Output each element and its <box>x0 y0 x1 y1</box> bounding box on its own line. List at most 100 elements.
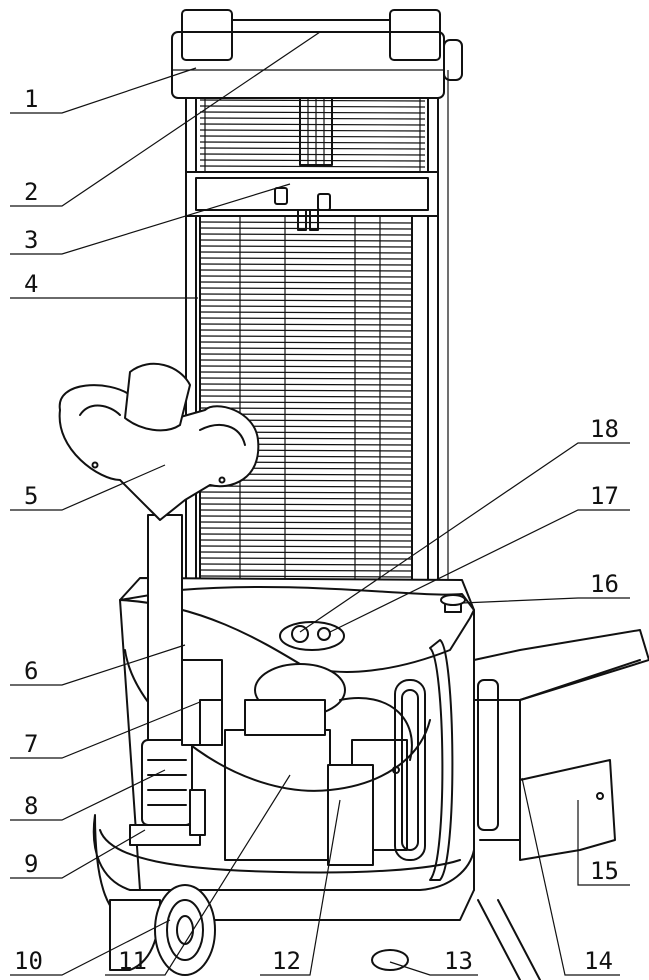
chain-rung <box>199 353 413 356</box>
chassis <box>92 577 649 980</box>
chain-rung <box>199 117 426 120</box>
chain-rung <box>199 371 413 374</box>
part-labels: 1 2 3 4 5 6 7 8 9 10 11 12 13 14 15 16 1… <box>14 85 619 975</box>
leader-3 <box>10 183 291 255</box>
chain-rung <box>199 503 413 506</box>
chain-rung <box>199 575 413 578</box>
top-cross-beam <box>171 9 463 99</box>
mast-frame <box>185 69 439 631</box>
leader-8 <box>10 769 166 821</box>
leader-14 <box>521 777 620 976</box>
chain-rung <box>199 311 413 314</box>
chain-rung <box>199 557 413 560</box>
battery-indicator-icon <box>317 627 331 641</box>
pump-block <box>244 699 326 736</box>
label-2: 2 <box>24 178 38 206</box>
chain-rung <box>199 359 413 362</box>
chain-rung <box>199 551 413 554</box>
chain-rung <box>199 111 426 114</box>
chain-rung <box>199 335 413 338</box>
chain-rung <box>199 165 426 168</box>
chain-rung <box>199 569 413 572</box>
leader-17 <box>329 509 630 633</box>
chain-rung <box>199 105 426 108</box>
chain-rung <box>199 99 426 102</box>
key-switch-icon <box>291 625 309 643</box>
label-1: 1 <box>24 85 38 113</box>
side-slot-panel <box>394 679 426 861</box>
fork-top <box>473 629 649 701</box>
mast <box>185 69 449 631</box>
label-16: 16 <box>590 570 619 598</box>
chain-rung <box>199 515 413 518</box>
controller-box <box>327 764 374 866</box>
chain-rung <box>199 545 413 548</box>
chain-rung <box>199 563 413 566</box>
chain-rung <box>199 389 413 392</box>
chain-rung <box>199 269 413 272</box>
leader-6 <box>10 644 186 686</box>
label-13: 13 <box>444 947 473 975</box>
chain-rung <box>199 485 413 488</box>
leader-18 <box>299 442 630 633</box>
carriage-crossbar <box>185 171 439 231</box>
leader-16 <box>461 597 630 604</box>
upper-chain-section <box>199 80 426 178</box>
chain-rung <box>199 129 426 132</box>
chain-rung <box>199 395 413 398</box>
chain-rung <box>199 257 413 260</box>
chain-rung <box>199 239 413 242</box>
label-18: 18 <box>590 415 619 443</box>
label-9: 9 <box>24 850 38 878</box>
chain-rung <box>199 305 413 308</box>
chain-rung <box>199 401 413 404</box>
leader-lines <box>10 31 630 976</box>
chain-rung <box>199 329 413 332</box>
label-17: 17 <box>590 482 619 510</box>
drive-wheel <box>109 884 216 976</box>
chain-rung <box>199 245 413 248</box>
chain-rung <box>199 159 426 162</box>
control-panel <box>279 621 345 651</box>
chain-rung <box>199 323 413 326</box>
chain-rung <box>199 539 413 542</box>
emergency-stop-button <box>440 594 466 613</box>
leader-15 <box>577 800 630 886</box>
leader-10 <box>10 919 171 976</box>
handle-head <box>124 362 191 432</box>
tiller <box>58 362 260 846</box>
leader-9 <box>10 829 146 879</box>
chain-rung <box>199 293 413 296</box>
chain-rung <box>199 365 413 368</box>
label-6: 6 <box>24 657 38 685</box>
tiller-handle <box>58 384 260 521</box>
label-4: 4 <box>24 270 38 298</box>
chain-rung <box>199 275 413 278</box>
label-10: 10 <box>14 947 43 975</box>
chain-rung <box>199 147 426 150</box>
tiller-column <box>147 514 183 746</box>
label-14: 14 <box>584 947 613 975</box>
label-5: 5 <box>24 482 38 510</box>
label-3: 3 <box>24 226 38 254</box>
chain-rung <box>199 281 413 284</box>
leader-7 <box>10 701 201 759</box>
leader-11 <box>105 774 291 976</box>
chain-rung <box>199 491 413 494</box>
leader-13 <box>389 961 478 976</box>
chain-rung <box>199 251 413 254</box>
label-11: 11 <box>118 947 147 975</box>
chain-rung <box>199 287 413 290</box>
chain-rung <box>199 123 426 126</box>
chain-rung <box>199 263 413 266</box>
chain-rung <box>199 533 413 536</box>
leader-5 <box>10 464 166 511</box>
chain-rung <box>199 299 413 302</box>
chain-rung <box>199 341 413 344</box>
fork-end <box>519 759 616 861</box>
label-15: 15 <box>590 857 619 885</box>
chain-rung <box>199 377 413 380</box>
label-12: 12 <box>272 947 301 975</box>
